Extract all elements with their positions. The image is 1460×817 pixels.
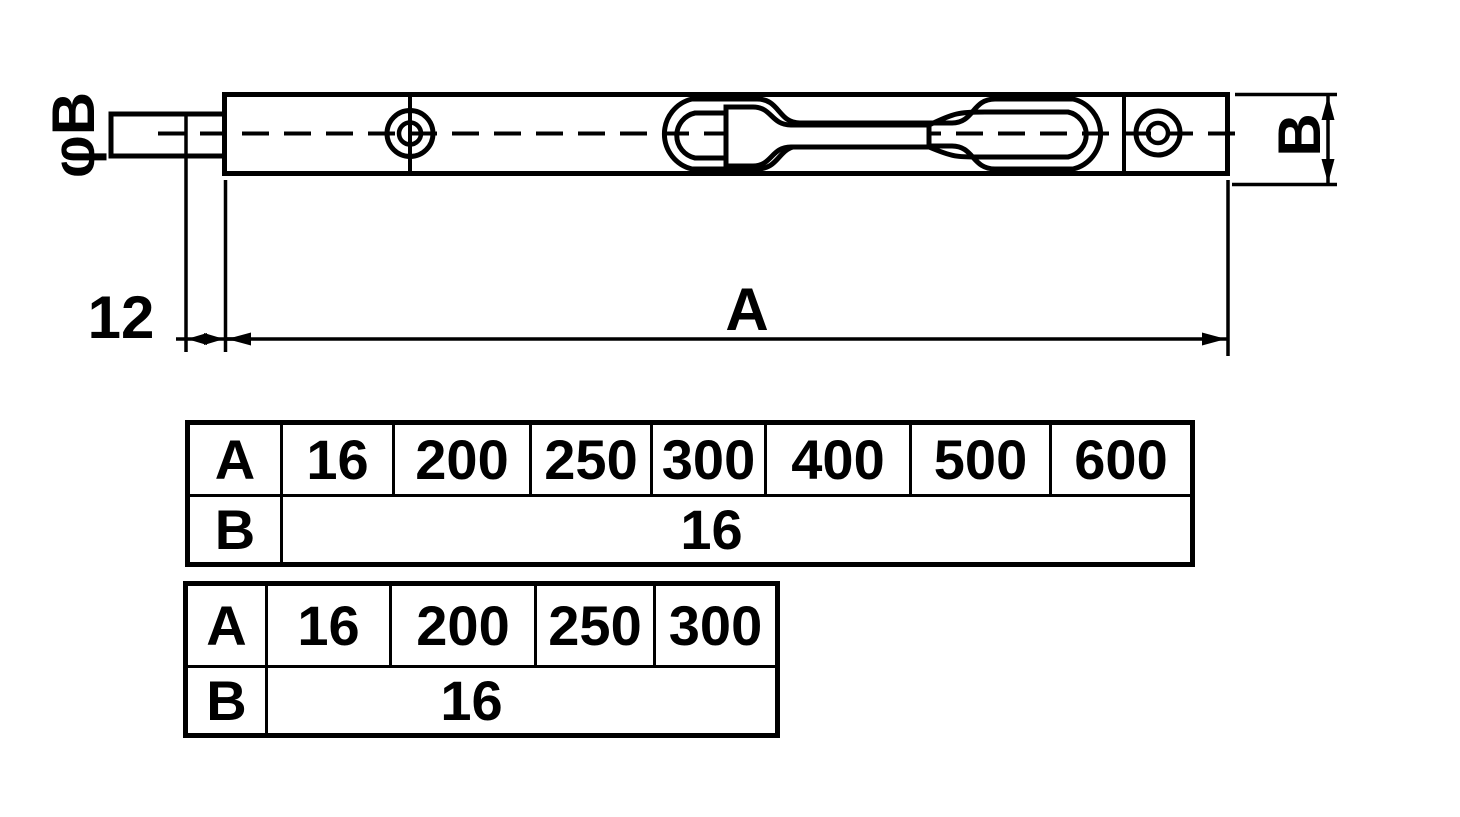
- span-value: 16: [440, 669, 503, 732]
- dimension-arrowheads: [187, 96, 1335, 346]
- table-cell: 250: [532, 425, 653, 494]
- flush-bolt-drawing: [108, 92, 1337, 356]
- table-cell: 200: [395, 425, 532, 494]
- span-value: 16: [680, 498, 743, 561]
- table-row: A 16 200 250 300: [188, 586, 775, 668]
- table-cell-span: 16: [268, 668, 775, 733]
- table-cell-span: 16: [283, 497, 1190, 562]
- slot-inner-right-opening: [927, 109, 1089, 160]
- table-cell: 600: [1074, 428, 1168, 491]
- table-cell: 300: [668, 594, 763, 657]
- slider-knob: [723, 104, 932, 169]
- row-header-b: B: [188, 668, 268, 733]
- screw-hole-right-inner: [1145, 120, 1171, 146]
- table-cell: 16: [268, 586, 392, 665]
- table-cell: 300: [653, 425, 767, 494]
- table-cell: 250: [537, 586, 656, 665]
- table-row: B 16: [190, 497, 1190, 562]
- row-header-a: A: [190, 425, 283, 494]
- size-table-large: A 16 200 250 300 400 500 600 B 16: [185, 420, 1195, 567]
- row-header-b: B: [190, 497, 283, 562]
- label-height-b: B: [1266, 113, 1333, 157]
- table-cell: 500: [912, 425, 1052, 494]
- label-length-a: A: [725, 276, 769, 343]
- slot-inner-left-opening: [674, 110, 726, 161]
- slider-slot-outline: [661, 96, 1104, 172]
- table-cell: 16: [283, 425, 395, 494]
- size-table-small: A 16 200 250 300 B 16: [183, 581, 780, 738]
- screw-hole-right-outer: [1133, 108, 1183, 158]
- label-rod-diameter: φB: [40, 91, 107, 179]
- table-row: A 16 200 250 300 400 500 600: [190, 425, 1190, 497]
- table-row: B 16: [188, 668, 775, 733]
- label-offset-12: 12: [87, 284, 155, 351]
- row-header-a: A: [188, 586, 268, 665]
- table-cell: 400: [767, 425, 912, 494]
- table-cell: 200: [392, 586, 537, 665]
